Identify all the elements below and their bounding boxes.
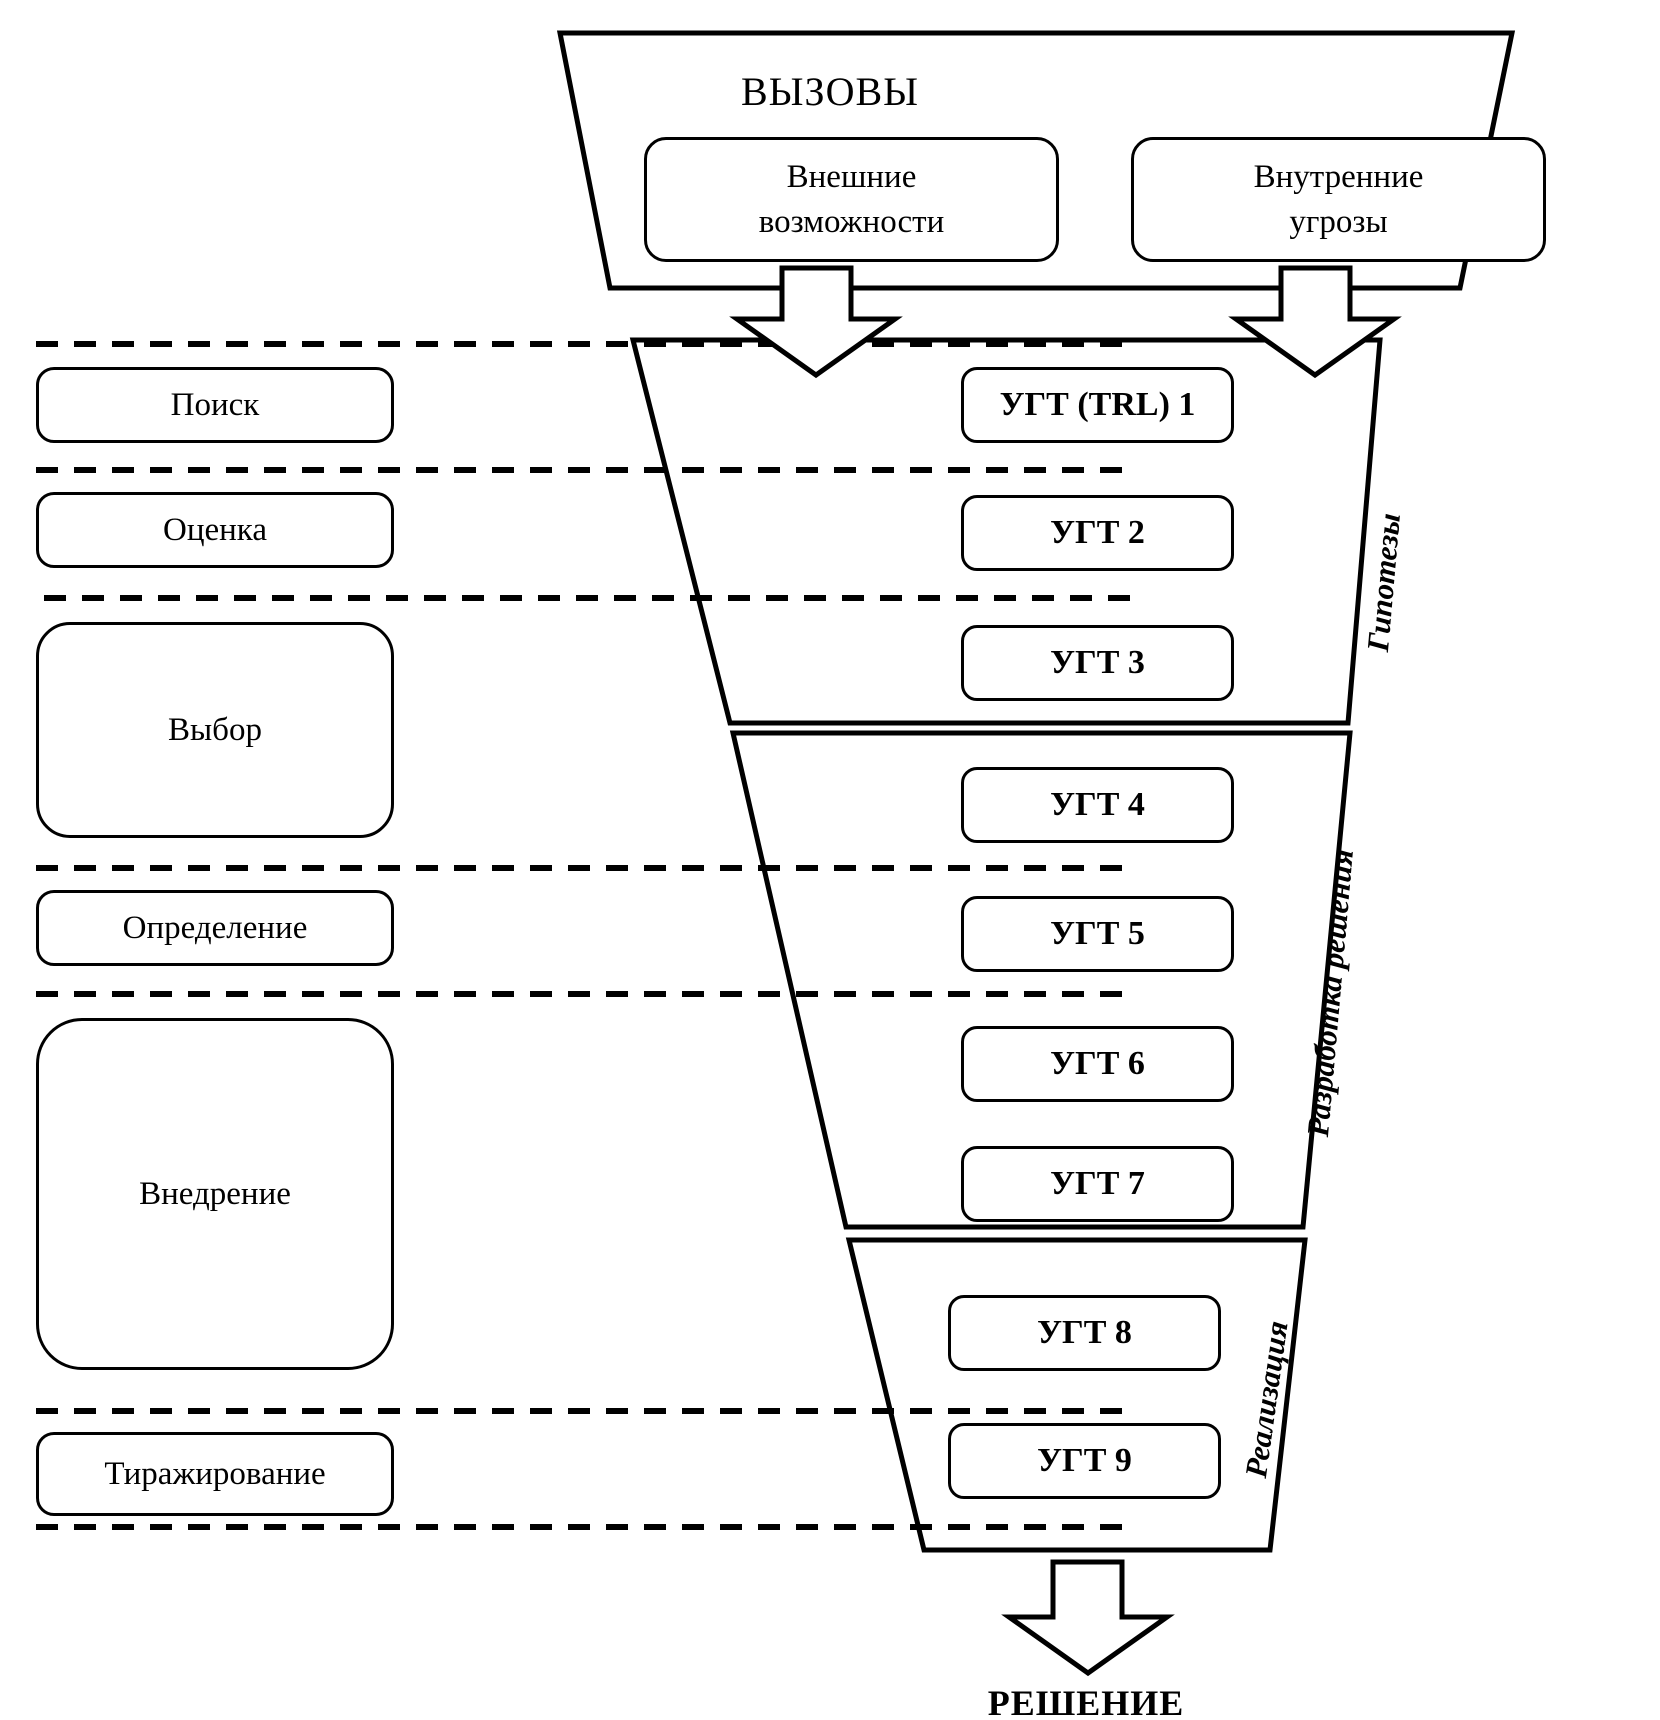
trl-label-8: УГТ 8 xyxy=(1037,1314,1132,1352)
stage-box-replication[interactable]: Тиражирование xyxy=(36,1432,394,1516)
funnel-section-implementation xyxy=(845,1237,1308,1553)
trl-label-4: УГТ 4 xyxy=(1050,786,1145,824)
stage-label-selection: Выбор xyxy=(168,711,262,748)
page-title-challenges: ВЫЗОВЫ xyxy=(740,69,920,114)
arrow-external-opportunities-icon xyxy=(729,265,903,379)
trl-label-1: УГТ (TRL) 1 xyxy=(999,386,1196,424)
stage-box-deployment[interactable]: Внедрение xyxy=(36,1018,394,1370)
trl-box-5[interactable]: УГТ 5 xyxy=(961,896,1234,972)
stage-box-search[interactable]: Поиск xyxy=(36,367,394,443)
arrow-internal-threats-icon xyxy=(1228,265,1402,379)
challenge-box-internal-threats[interactable]: Внутренние угрозы xyxy=(1131,137,1546,262)
trl-box-2[interactable]: УГТ 2 xyxy=(961,495,1234,571)
trl-label-3: УГТ 3 xyxy=(1050,644,1145,682)
stage-box-definition[interactable]: Определение xyxy=(36,890,394,966)
challenge-label-internal-threats: Внутренние угрозы xyxy=(1253,158,1424,240)
trl-box-4[interactable]: УГТ 4 xyxy=(961,767,1234,843)
trl-box-7[interactable]: УГТ 7 xyxy=(961,1146,1234,1222)
trl-box-6[interactable]: УГТ 6 xyxy=(961,1026,1234,1102)
trl-box-1[interactable]: УГТ (TRL) 1 xyxy=(961,367,1234,443)
trl-box-3[interactable]: УГТ 3 xyxy=(961,625,1234,701)
challenge-box-external-opportunities[interactable]: Внешние возможности xyxy=(644,137,1059,262)
challenge-label-external-opportunities: Внешние возможности xyxy=(758,158,945,240)
page-title-solution: РЕШЕНИЕ xyxy=(987,1683,1185,1720)
stage-label-replication: Тиражирование xyxy=(104,1455,326,1492)
trl-label-6: УГТ 6 xyxy=(1050,1045,1145,1083)
stage-box-selection[interactable]: Выбор xyxy=(36,622,394,838)
arrow-to-solution-icon xyxy=(1001,1559,1175,1677)
trl-label-9: УГТ 9 xyxy=(1037,1442,1132,1480)
stage-guide-lines xyxy=(36,341,1130,1530)
stage-label-deployment: Внедрение xyxy=(139,1175,291,1212)
stage-label-definition: Определение xyxy=(122,909,308,946)
trl-label-2: УГТ 2 xyxy=(1050,514,1145,552)
funnel-section-solution-design xyxy=(729,730,1353,1230)
stage-label-search: Поиск xyxy=(170,386,260,423)
trl-label-5: УГТ 5 xyxy=(1050,915,1145,953)
stage-box-evaluation[interactable]: Оценка xyxy=(36,492,394,568)
trl-label-7: УГТ 7 xyxy=(1050,1165,1145,1203)
trl-box-9[interactable]: УГТ 9 xyxy=(948,1423,1221,1499)
trl-box-8[interactable]: УГТ 8 xyxy=(948,1295,1221,1371)
stage-label-evaluation: Оценка xyxy=(163,511,267,548)
